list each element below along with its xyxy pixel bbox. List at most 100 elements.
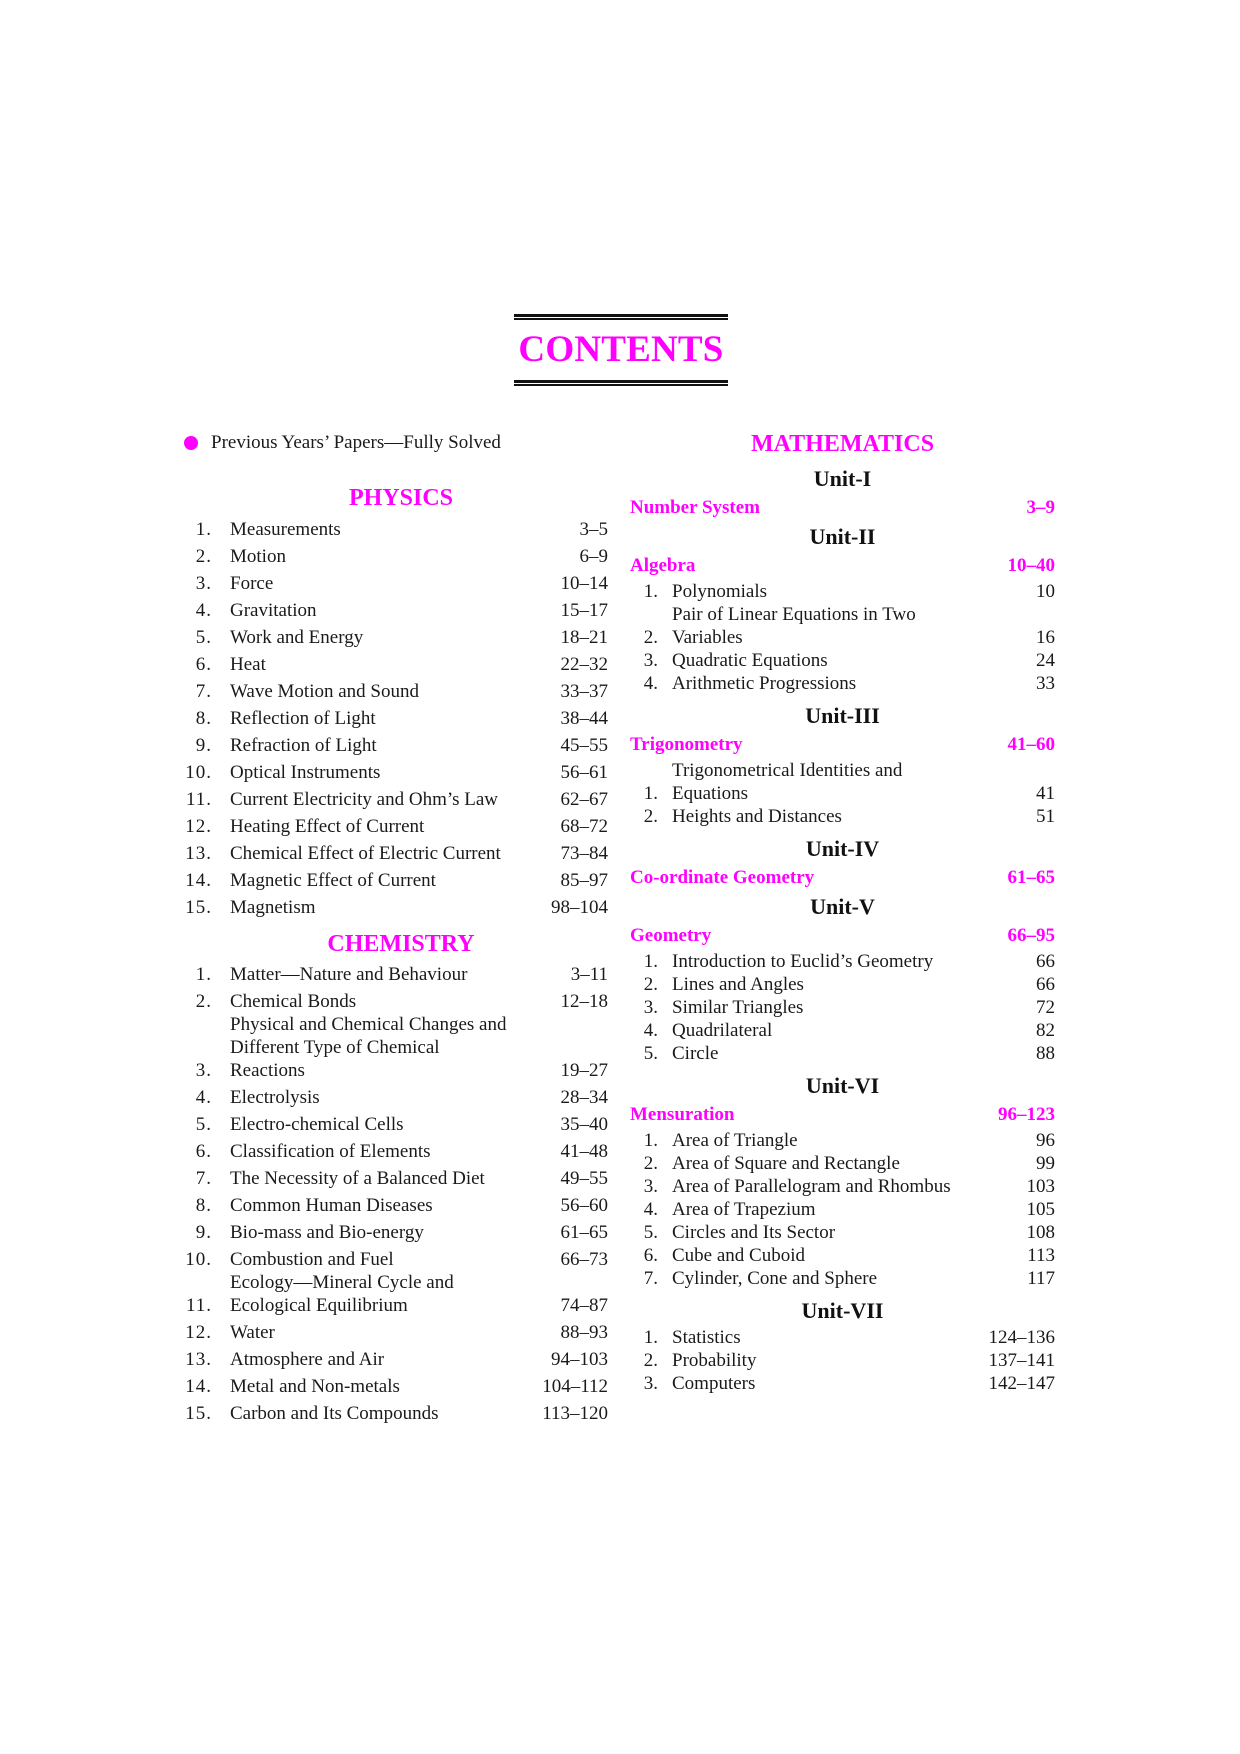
entry-title: Motion: [230, 546, 286, 567]
entry-number: 1.: [643, 581, 658, 602]
entry-pages: 41–48: [560, 1141, 609, 1162]
topic-pages: 3–9: [1026, 497, 1056, 518]
chemistry-heading: CHEMISTRY: [327, 931, 475, 957]
entry-number: 10.: [185, 1249, 212, 1270]
unit-heading: Unit-IV: [805, 836, 880, 861]
entry-title: Cube and Cuboid: [672, 1245, 805, 1266]
toc-entry[interactable]: 12. Heating Effect of Current 68–72: [180, 811, 608, 838]
entry-pages: 103: [1026, 1176, 1056, 1197]
entry-number: 1.: [643, 783, 658, 804]
entry-title: Quadrilateral: [672, 1020, 773, 1041]
entry-pages: 22–32: [560, 654, 609, 675]
topic-entry[interactable]: Trigonometry 41–60: [630, 731, 1055, 759]
topic-pages: 41–60: [1007, 734, 1056, 755]
entry-number: 3.: [195, 1060, 212, 1081]
entry-pages: 137–141: [988, 1350, 1056, 1371]
entry-pages: 18–21: [560, 627, 609, 648]
entry-title-line: Physical and Chemical Changes and: [230, 1014, 507, 1035]
entry-number: 5.: [643, 1043, 658, 1064]
entry-title: Statistics: [672, 1327, 741, 1348]
topic-title: Trigonometry: [630, 734, 743, 755]
entry-number: 8.: [195, 708, 212, 729]
entry-pages: 73–84: [560, 843, 609, 864]
entry-number: 2.: [643, 1350, 658, 1371]
entry-pages: 99: [1036, 1153, 1055, 1174]
entry-pages: 38–44: [560, 708, 609, 729]
entry-number: 12.: [185, 816, 212, 837]
unit-heading: Unit-VII: [801, 1298, 884, 1323]
entry-title: Heating Effect of Current: [230, 816, 425, 837]
entry-number: 15.: [185, 897, 212, 918]
entry-pages: 108: [1026, 1222, 1056, 1243]
entry-pages: 94–103: [551, 1349, 608, 1370]
entry-pages: 35–40: [560, 1114, 609, 1135]
entry-pages: 62–67: [560, 789, 609, 810]
entry-title: Heights and Distances: [672, 806, 842, 827]
entry-number: 3.: [643, 1373, 658, 1394]
entry-number: 13.: [185, 1349, 212, 1370]
entry-pages: 3–11: [570, 964, 608, 985]
entry-pages: 68–72: [560, 816, 609, 837]
entry-title-line: Pair of Linear Equations in Two: [672, 604, 916, 625]
entry-title: Bio-mass and Bio-energy: [230, 1222, 424, 1243]
entry-title: Classification of Elements: [230, 1141, 431, 1162]
entry-pages: 105: [1026, 1199, 1056, 1220]
entry-number: 2.: [195, 991, 212, 1012]
